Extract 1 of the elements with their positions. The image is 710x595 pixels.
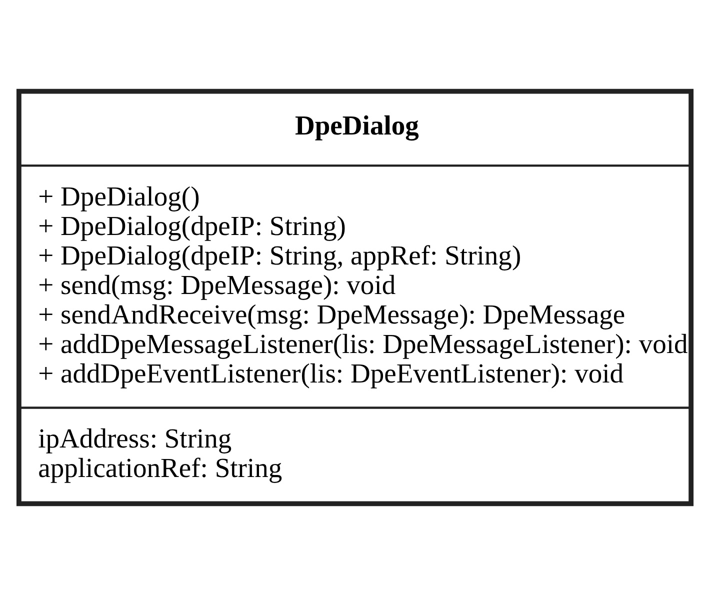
node-box: DpeDialog + DpeDialog() + DpeDialog(dpeIP: String) + DpeDialog(dpeIP: String, appRef: String) + send(msg: DpeMessage): void + sendAndReceive(msg: DpeMessage): DpeMessage + addDpeMessageListener(lis: DpeMessageListener): void + addDpeEventListener(lis: DpeEventListener): void ipAddress: String applicationRef: String bbox=[16, 88, 694, 506]
